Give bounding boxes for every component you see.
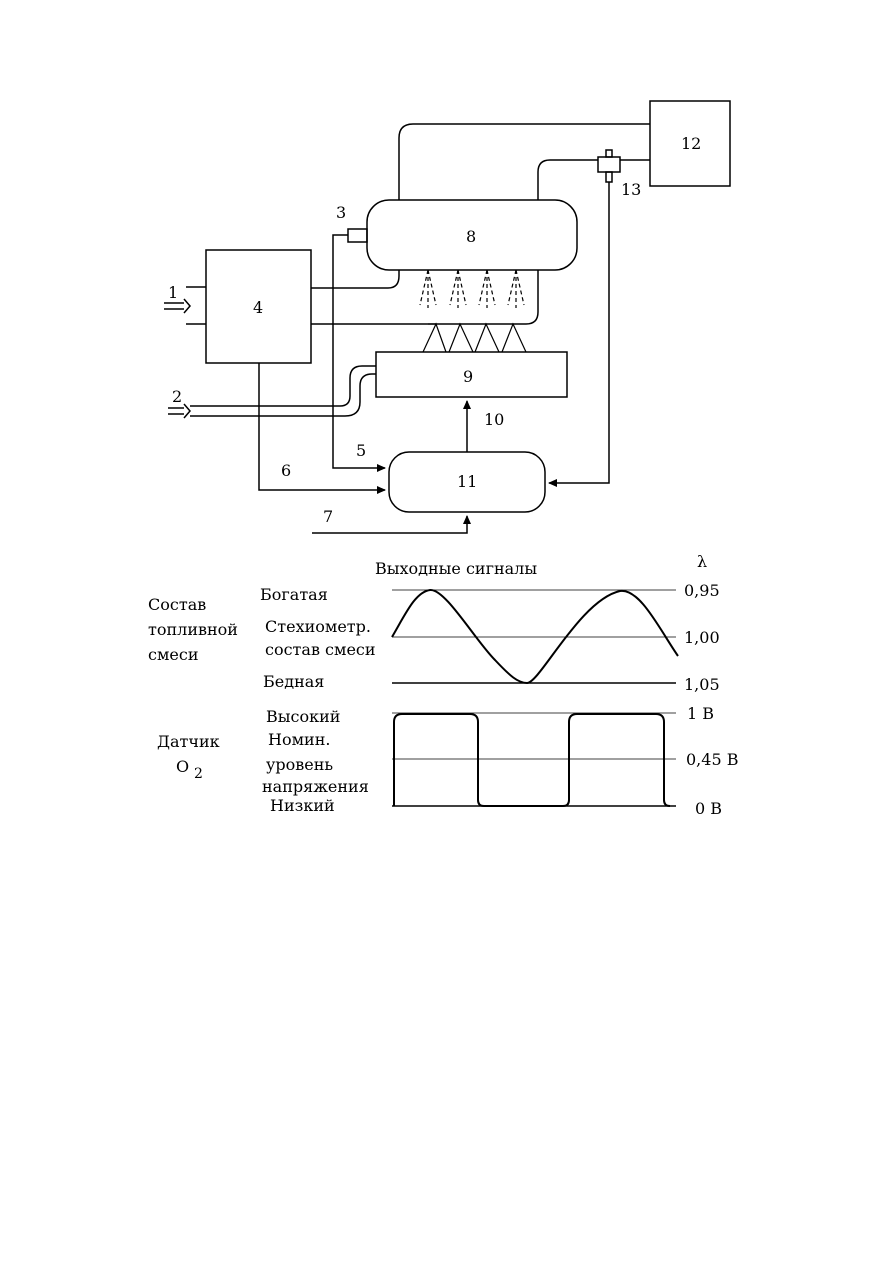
signals-title: Выходные сигналы <box>375 559 537 578</box>
mixture-label-line3: смеси <box>148 645 199 664</box>
sensor-o-label: O <box>176 757 189 776</box>
input-arrow-1 <box>164 298 191 314</box>
label-3: 3 <box>336 203 346 222</box>
sensor-label: Датчик <box>157 732 220 751</box>
input-arrow-2 <box>168 403 191 419</box>
mixture-wave <box>391 589 679 685</box>
sensor-sub-label: 2 <box>194 766 203 782</box>
lambda-tick-095: 0,95 <box>684 581 720 600</box>
signal-5-line <box>332 234 386 472</box>
signal-6-line <box>258 363 386 494</box>
nominal-label-line1: Номин. <box>268 730 330 749</box>
block-12 <box>649 100 731 187</box>
stoich-label-line1: Стехиометр. <box>265 617 371 636</box>
injector-sprays <box>419 269 527 353</box>
mixture-label-line2: топливной <box>148 620 238 639</box>
block-9 <box>375 351 568 398</box>
label-4: 4 <box>253 298 263 317</box>
pipe-8-13 <box>537 159 598 200</box>
mixture-label-line1: Состав <box>148 595 206 614</box>
label-1: 1 <box>168 283 178 302</box>
sensor-square-wave <box>393 713 671 807</box>
signal-7-line <box>312 515 471 534</box>
nominal-label-line3: напряжения <box>262 777 369 796</box>
lean-label: Бедная <box>263 672 324 691</box>
voltage-tick-1v: 1 В <box>687 704 714 723</box>
label-7: 7 <box>323 507 333 526</box>
nominal-label-line2: уровень <box>266 755 333 774</box>
fuel-pipe-2 <box>190 365 376 407</box>
low-label: Низкий <box>270 796 335 815</box>
label-11: 11 <box>457 472 477 491</box>
label-5: 5 <box>356 441 366 460</box>
stoich-label-line2: состав смеси <box>265 640 376 659</box>
pipe-8-12 <box>398 123 650 200</box>
label-2: 2 <box>172 387 182 406</box>
label-10: 10 <box>484 410 504 429</box>
lambda-symbol: λ <box>697 552 707 571</box>
label-13: 13 <box>621 180 641 199</box>
sensor-13 <box>597 156 621 173</box>
block-3 <box>347 228 368 243</box>
lambda-tick-100: 1,00 <box>684 628 720 647</box>
label-8: 8 <box>466 227 476 246</box>
label-9: 9 <box>463 367 473 386</box>
sensor-13-feedback-line <box>548 182 610 487</box>
high-label: Высокий <box>266 707 340 726</box>
voltage-tick-045v: 0,45 В <box>686 750 738 769</box>
label-12: 12 <box>681 134 701 153</box>
voltage-tick-0v: 0 В <box>695 799 722 818</box>
label-6: 6 <box>281 461 291 480</box>
lambda-tick-105: 1,05 <box>684 675 720 694</box>
rich-label: Богатая <box>260 585 328 604</box>
